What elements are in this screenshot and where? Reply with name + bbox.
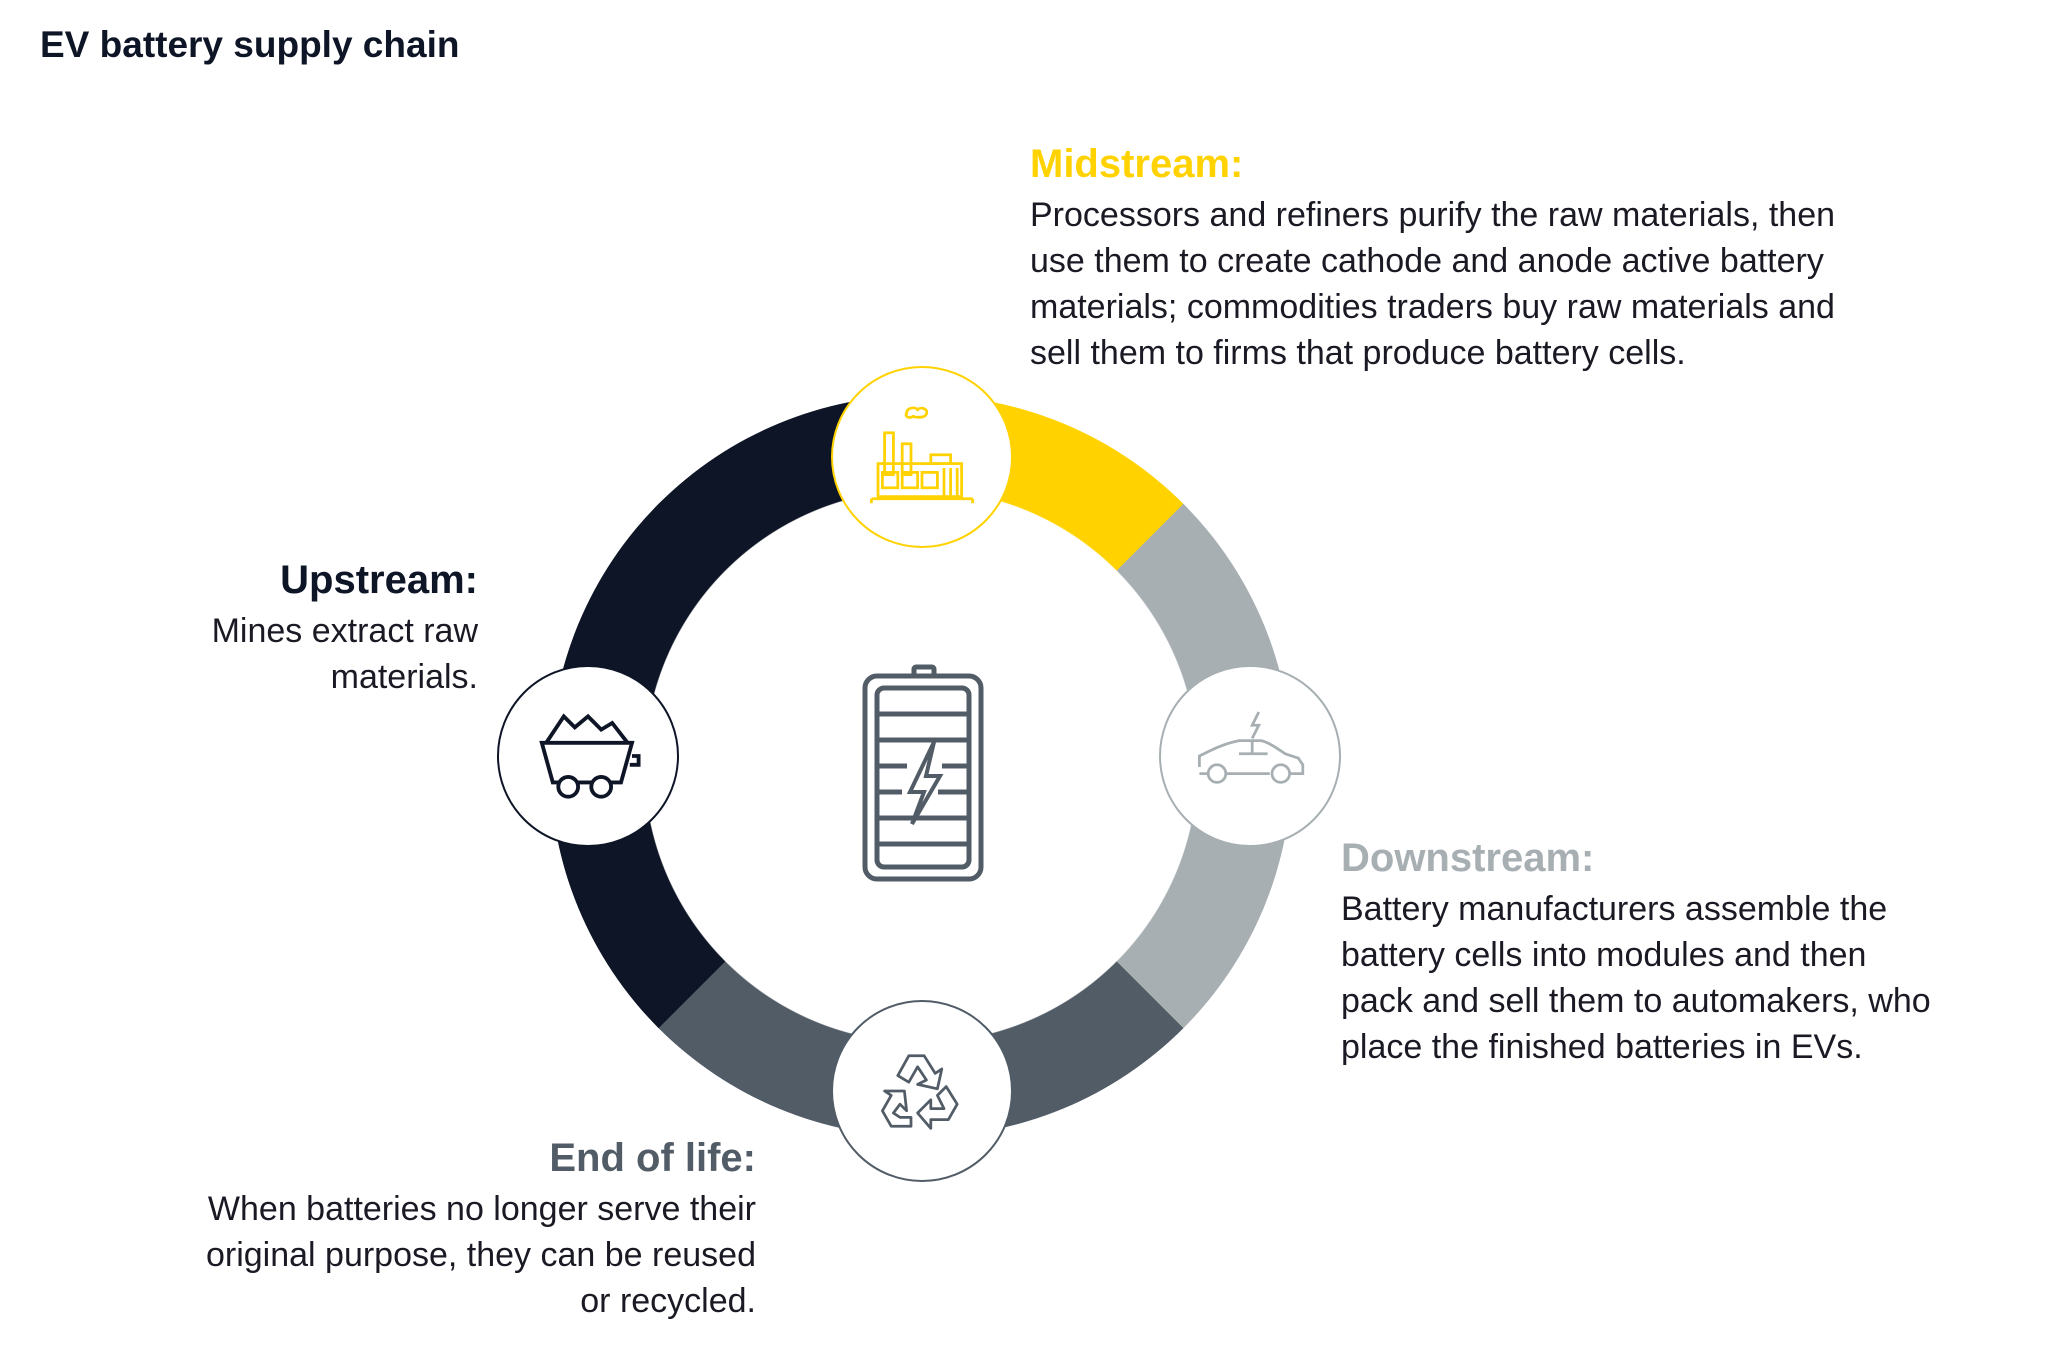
text-line: place the finished batteries in EVs. (1341, 1028, 1863, 1066)
factory-icon (870, 406, 974, 504)
midstream-block: Midstream: Processors and refiners purif… (1030, 140, 1835, 376)
page-title: EV battery supply chain (40, 24, 460, 65)
end-of-life-heading: End of life: (549, 1136, 756, 1180)
text-line: use them to create cathode and anode act… (1030, 242, 1824, 280)
text-line: Battery manufacturers assemble the (1341, 890, 1888, 928)
upstream-description: Mines extract raw materials. (212, 608, 478, 700)
downstream-node (1159, 665, 1341, 847)
text-line: Processors and refiners purify the raw m… (1030, 196, 1836, 234)
end-of-life-node (831, 1000, 1013, 1182)
midstream-heading: Midstream: (1030, 142, 1244, 186)
downstream-heading: Downstream: (1341, 836, 1595, 880)
upstream-heading: Upstream: (280, 558, 478, 602)
upstream-node (497, 665, 679, 847)
midstream-description: Processors and refiners purify the raw m… (1030, 192, 1835, 376)
text-line: materials; commodities traders buy raw m… (1030, 288, 1835, 326)
end-of-life-block: End of life: When batteries no longer se… (206, 1134, 756, 1324)
electric-car-icon (1198, 711, 1305, 784)
mine-cart-icon (539, 713, 641, 799)
text-line: sell them to firms that produce battery … (1030, 334, 1686, 372)
text-line: Mines extract raw (211, 612, 478, 650)
text-line: battery cells into modules and then (1341, 936, 1867, 974)
text-line: When batteries no longer serve their (207, 1190, 756, 1228)
upstream-block: Upstream: Mines extract raw materials. (212, 556, 478, 700)
battery-charging-icon (862, 664, 984, 882)
downstream-block: Downstream: Battery manufacturers assemb… (1341, 834, 1931, 1070)
downstream-description: Battery manufacturers assemble the batte… (1341, 886, 1931, 1070)
midstream-node (831, 366, 1013, 548)
text-line: or recycled. (580, 1282, 756, 1320)
text-line: materials. (330, 658, 478, 696)
text-line: original purpose, they can be reused (205, 1236, 756, 1274)
text-line: pack and sell them to automakers, who (1341, 982, 1931, 1020)
end-of-life-description: When batteries no longer serve their ori… (206, 1186, 756, 1324)
recycle-icon (881, 1054, 959, 1130)
